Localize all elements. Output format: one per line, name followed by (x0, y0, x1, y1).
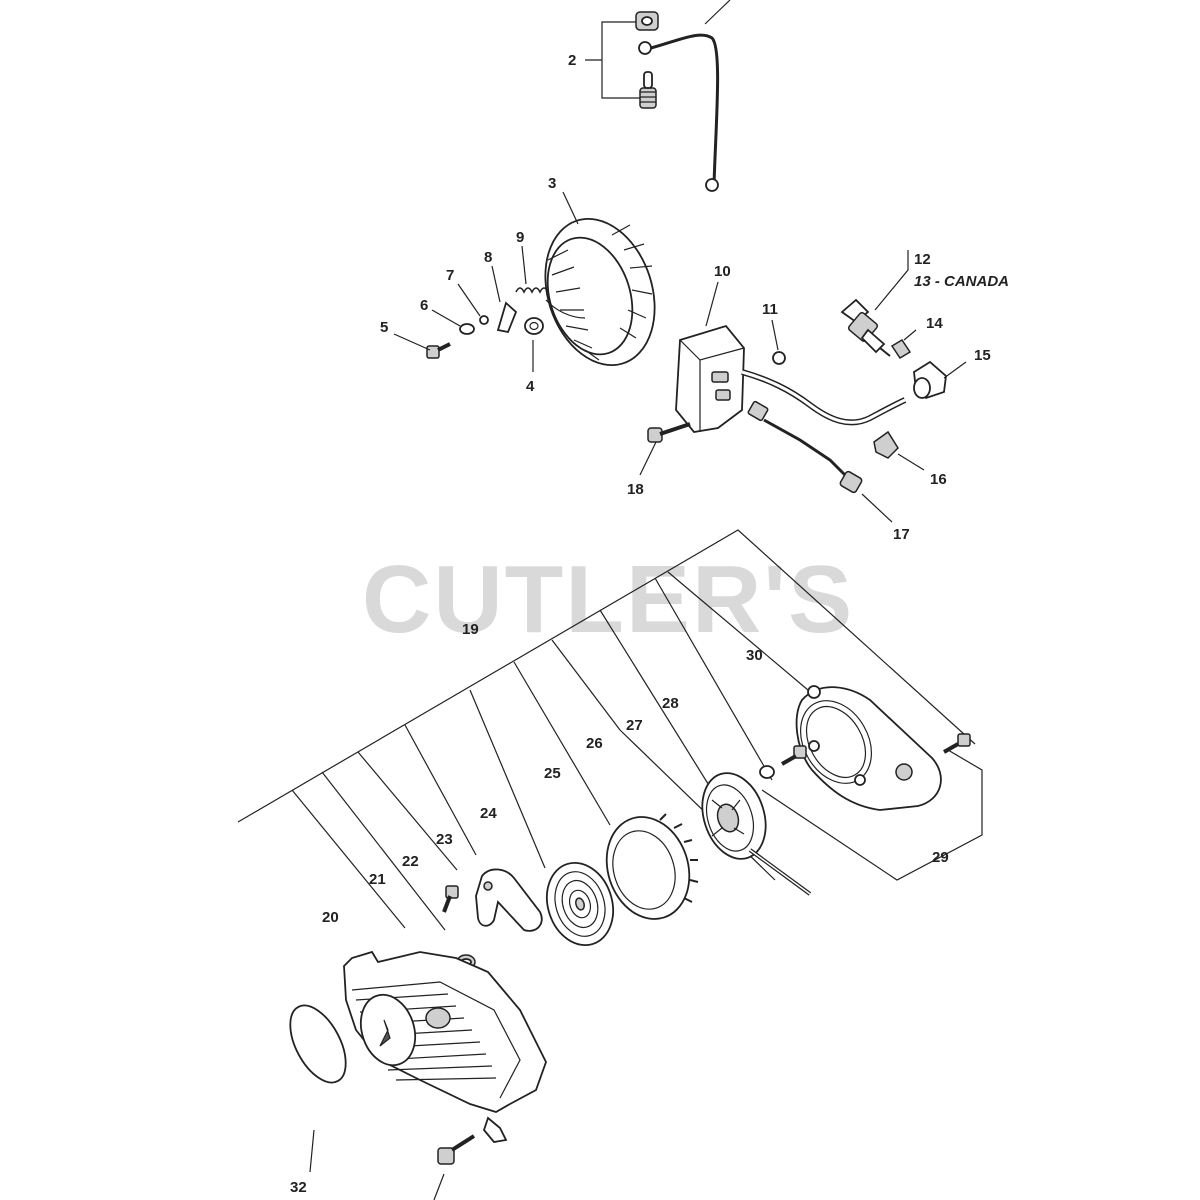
label-27: 27 (626, 717, 643, 734)
label-3: 3 (548, 175, 556, 192)
part-14-terminal (890, 338, 912, 360)
label-32: 32 (290, 1179, 307, 1196)
label-5: 5 (380, 319, 388, 336)
label-13-canada: 13 - CANADA (914, 273, 1009, 290)
label-16: 16 (930, 471, 947, 488)
label-18: 18 (627, 481, 644, 498)
label-30: 30 (746, 647, 763, 664)
leader-lines-upper (309, 191, 967, 1200)
parts-5-to-9 (426, 287, 549, 359)
watermark-text: CUTLER'S (362, 546, 854, 653)
part-16-grommet (873, 430, 899, 459)
part-25-spring-case (605, 813, 699, 920)
label-7: 7 (446, 267, 454, 284)
label-22: 22 (402, 853, 419, 870)
part-26-rope (748, 848, 812, 896)
part-15-plug-boot (913, 360, 947, 400)
part-29-screw (943, 733, 971, 754)
label-12: 12 (914, 251, 931, 268)
part-12-spark-plug (840, 298, 891, 357)
part-11-washer (772, 351, 786, 365)
part-17-stop-wire (747, 400, 863, 494)
part-30-plate (795, 685, 942, 811)
label-19: 19 (462, 621, 479, 638)
label-24: 24 (480, 805, 497, 822)
label-20: 20 (322, 909, 339, 926)
label-9: 9 (516, 229, 524, 246)
part-22-screw (442, 885, 459, 913)
label-28: 28 (662, 695, 679, 712)
label-23: 23 (436, 831, 453, 848)
label-25: 25 (544, 765, 561, 782)
label-26: 26 (586, 735, 603, 752)
part-24-recoil-spring (546, 861, 614, 947)
label-15: 15 (974, 347, 991, 364)
label-11: 11 (762, 301, 778, 318)
label-29: 29 (932, 849, 949, 866)
label-10: 10 (714, 263, 731, 280)
label-14: 14 (926, 315, 943, 332)
label-8: 8 (484, 249, 492, 266)
part-10-ignition-coil (647, 324, 907, 443)
label-6: 6 (420, 297, 428, 314)
part-28-screw (759, 745, 807, 779)
label-2: 2 (568, 52, 576, 69)
part-2-group (585, 0, 731, 192)
label-4: 4 (526, 378, 535, 395)
case-screw-bottom (437, 1134, 476, 1165)
label-17: 17 (893, 526, 910, 543)
part-32-decal (289, 1004, 347, 1084)
part-27-pulley (701, 772, 767, 860)
part-number-labels: 2 3 4 5 6 7 8 9 10 11 12 13 - CANADA 14 … (290, 52, 1009, 1196)
label-21: 21 (369, 871, 386, 888)
part-3-flywheel (524, 217, 656, 367)
part-23-starter-handle (475, 868, 543, 932)
part-20-starter-case (343, 950, 547, 1143)
